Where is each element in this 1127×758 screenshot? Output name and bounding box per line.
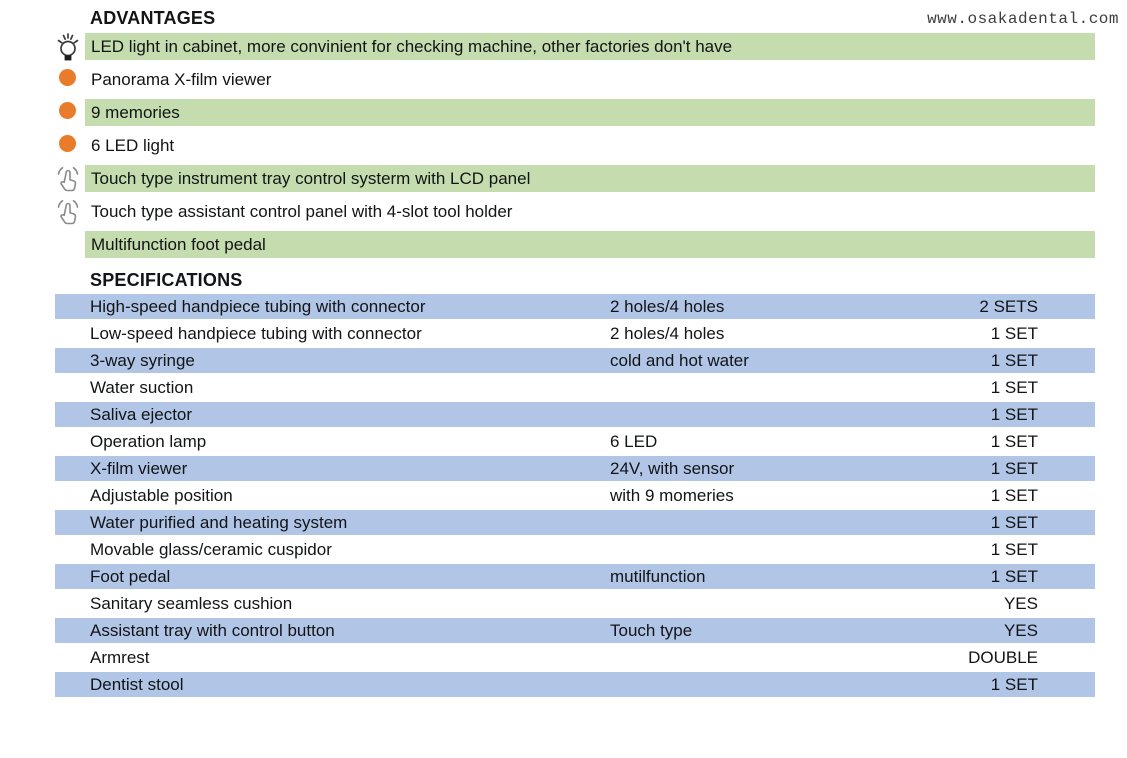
watermark: www.osakadental.com xyxy=(927,10,1119,28)
spec-item-detail xyxy=(610,402,935,427)
touch-icon xyxy=(55,197,81,226)
spec-table-row: Sanitary seamless cushion YES xyxy=(55,591,1095,616)
spec-item-detail xyxy=(610,591,935,616)
spec-table-row: X-film viewer 24V, with sensor 1 SET xyxy=(55,456,1095,481)
specifications-title: SPECIFICATIONS xyxy=(90,270,243,290)
spec-item-qty: 2 SETS xyxy=(979,297,1038,316)
spec-item-qty: DOUBLE xyxy=(968,648,1038,667)
spec-item-name: Water suction xyxy=(90,378,194,397)
spec-item-detail: 2 holes/4 holes xyxy=(610,297,725,316)
spec-item-qty: 1 SET xyxy=(990,459,1038,478)
advantages-title: ADVANTAGES xyxy=(90,8,216,28)
spec-item-qty: 1 SET xyxy=(990,378,1038,397)
spec-item-detail: 2 holes/4 holes xyxy=(610,324,725,343)
spec-item-detail xyxy=(610,537,935,562)
spec-item-name: Low-speed handpiece tubing with connecto… xyxy=(90,324,422,343)
spec-item-detail: mutilfunction xyxy=(610,567,706,586)
advantage-icon-slot xyxy=(55,99,85,126)
spec-item-detail: Touch type xyxy=(610,621,693,640)
spec-item-detail xyxy=(610,672,935,697)
spec-table-row: Water purified and heating system 1 SET xyxy=(55,510,1095,535)
spec-table-row: 3-way syringe cold and hot water 1 SET xyxy=(55,348,1095,373)
spec-item-name: Foot pedal xyxy=(90,567,171,586)
spec-item-name: Operation lamp xyxy=(90,432,207,451)
spec-item-name: Armrest xyxy=(90,648,150,667)
spec-item-detail: with 9 momeries xyxy=(610,486,734,505)
advantage-row: 9 memories xyxy=(55,99,1095,126)
spec-item-name: High-speed handpiece tubing with connect… xyxy=(90,297,426,316)
advantage-text: Touch type instrument tray control syste… xyxy=(85,165,1095,192)
advantages-list: LED light in cabinet, more convinient fo… xyxy=(55,32,1095,258)
spec-item-detail xyxy=(610,645,935,670)
spec-table-row: Movable glass/ceramic cuspidor 1 SET xyxy=(55,537,1095,562)
spec-table-row: Assistant tray with control button Touch… xyxy=(55,618,1095,643)
dot-icon xyxy=(55,134,76,157)
spec-table-row: Armrest DOUBLE xyxy=(55,645,1095,670)
advantage-row: Panorama X-film viewer xyxy=(55,66,1095,93)
touch-icon xyxy=(55,164,81,193)
spec-item-detail xyxy=(610,375,935,400)
spec-table-row: Dentist stool 1 SET xyxy=(55,672,1095,697)
spec-item-qty: 1 SET xyxy=(990,324,1038,343)
spec-item-name: Assistant tray with control button xyxy=(90,621,335,640)
advantage-text: 9 memories xyxy=(85,99,1095,126)
advantage-row: Multifunction foot pedal xyxy=(55,231,1095,258)
spec-table-row: Low-speed handpiece tubing with connecto… xyxy=(55,321,1095,346)
advantage-row: 6 LED light xyxy=(55,132,1095,159)
spec-item-detail: cold and hot water xyxy=(610,351,749,370)
spec-item-qty: 1 SET xyxy=(990,351,1038,370)
advantage-text: Touch type assistant control panel with … xyxy=(91,202,513,221)
spec-item-qty: 1 SET xyxy=(990,540,1038,559)
advantage-text: 6 LED light xyxy=(91,136,175,155)
advantage-row: Touch type assistant control panel with … xyxy=(55,198,1095,225)
spec-item-name: Dentist stool xyxy=(90,675,184,694)
spec-item-name: 3-way syringe xyxy=(90,351,195,370)
spec-table-row: Saliva ejector 1 SET xyxy=(55,402,1095,427)
spec-item-qty: 1 SET xyxy=(990,675,1038,694)
spec-item-detail: 6 LED xyxy=(610,432,658,451)
spec-table-row: High-speed handpiece tubing with connect… xyxy=(55,294,1095,319)
spec-item-name: Saliva ejector xyxy=(90,405,193,424)
advantage-icon-slot xyxy=(55,132,85,159)
bulb-icon xyxy=(55,32,81,61)
spec-item-qty: YES xyxy=(1003,594,1038,613)
spec-item-qty: 1 SET xyxy=(990,513,1038,532)
spec-item-name: Movable glass/ceramic cuspidor xyxy=(90,540,332,559)
advantage-icon-slot xyxy=(55,165,85,192)
spec-table-row: Foot pedal mutilfunction 1 SET xyxy=(55,564,1095,589)
spec-table-row: Adjustable position with 9 momeries 1 SE… xyxy=(55,483,1095,508)
advantage-text: Panorama X-film viewer xyxy=(91,70,272,89)
content: ADVANTAGES LED light in cabinet, more co… xyxy=(55,6,1095,699)
spec-item-qty: 1 SET xyxy=(990,432,1038,451)
spec-item-name: X-film viewer xyxy=(90,459,188,478)
spec-item-name: Adjustable position xyxy=(90,486,233,505)
advantage-text: LED light in cabinet, more convinient fo… xyxy=(85,33,1095,60)
spec-item-qty: 1 SET xyxy=(990,486,1038,505)
spec-item-qty: 1 SET xyxy=(990,405,1038,424)
spec-item-qty: YES xyxy=(1003,621,1038,640)
spec-table-row: Water suction 1 SET xyxy=(55,375,1095,400)
spec-item-name: Sanitary seamless cushion xyxy=(90,594,293,613)
dot-icon xyxy=(55,101,76,124)
spec-table-body: High-speed handpiece tubing with connect… xyxy=(55,294,1095,697)
spec-item-name: Water purified and heating system xyxy=(90,513,348,532)
advantage-icon-slot xyxy=(55,198,85,225)
specifications-section: SPECIFICATIONS High-speed handpiece tubi… xyxy=(55,268,1095,697)
advantage-icon-slot xyxy=(55,66,85,93)
advantage-icon-slot xyxy=(55,32,85,61)
dot-icon xyxy=(55,68,76,91)
spec-item-detail xyxy=(610,510,935,535)
spec-item-detail: 24V, with sensor xyxy=(610,459,735,478)
spec-table-row: Operation lamp 6 LED 1 SET xyxy=(55,429,1095,454)
advantage-row: LED light in cabinet, more convinient fo… xyxy=(55,32,1095,61)
advantage-row: Touch type instrument tray control syste… xyxy=(55,165,1095,192)
spec-item-qty: 1 SET xyxy=(990,567,1038,586)
advantage-icon-slot xyxy=(55,231,85,258)
advantage-text: Multifunction foot pedal xyxy=(85,231,1095,258)
